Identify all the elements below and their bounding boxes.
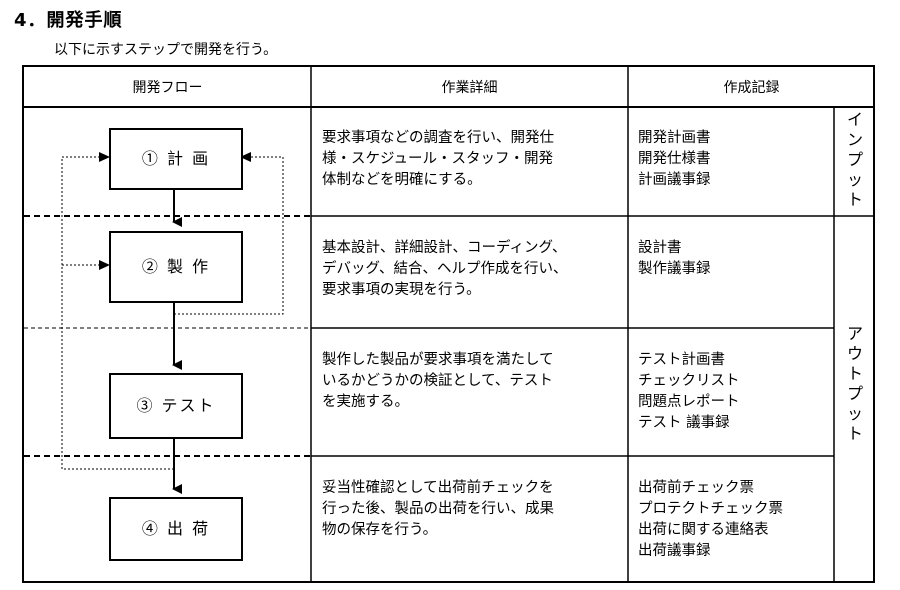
record-item: 製作議事録 <box>638 261 711 277</box>
records-build: 設計書 製作議事録 <box>638 238 830 280</box>
detail-line: 基本設計、詳細設計、コーディング、 <box>322 240 567 256</box>
flow-box-build: ② 製 作 <box>109 231 243 303</box>
record-item: チェックリスト <box>638 373 740 389</box>
detail-line: 要求事項などの調査を行い、開発仕 <box>322 130 554 146</box>
record-item: 出荷議事録 <box>638 543 711 559</box>
side-label-char: ト <box>846 364 863 383</box>
record-item: 開発仕様書 <box>638 151 711 167</box>
record-item: プロテクトチェック票 <box>638 501 783 517</box>
record-item: 問題点レポート <box>638 394 740 410</box>
record-item: 開発計画書 <box>638 130 711 146</box>
record-item: 設計書 <box>638 240 682 256</box>
detail-line: 製作した製品が要求事項を満たして <box>322 352 554 368</box>
detail-line: 要求事項の実現を行う。 <box>322 282 481 298</box>
detail-line: 体制などを明確にする。 <box>322 172 482 188</box>
detail-ship: 妥当性確認として出荷前チェックを 行った後、製品の出荷を行い、成果 物の保存を行… <box>322 478 622 541</box>
section-intro: 以下に示すステップで開発を行う。 <box>54 42 278 58</box>
side-label-output: ア ウ ト プ ッ ト <box>835 324 875 444</box>
detail-line: いるかどうかの検証として、テスト <box>322 373 553 389</box>
flow-box-ship: ④ 出 荷 <box>109 497 243 561</box>
detail-line: 妥当性確認として出荷前チェックを <box>322 480 554 496</box>
flow-box-test: ③ テスト <box>109 373 243 439</box>
side-label-char: ッ <box>846 404 863 423</box>
detail-build: 基本設計、詳細設計、コーディング、 デバッグ、結合、ヘルプ作成を行い、 要求事項… <box>322 238 622 301</box>
side-label-char: ア <box>846 324 863 343</box>
header-detail: 作業詳細 <box>441 80 498 96</box>
records-test: テスト計画書 チェックリスト 問題点レポート テスト 議事録 <box>638 350 830 434</box>
detail-line: 行った後、製品の出荷を行い、成果 <box>322 501 554 517</box>
side-label-char: プ <box>846 150 863 169</box>
side-label-char: イ <box>846 110 863 129</box>
record-item: テスト計画書 <box>638 352 725 368</box>
record-item: テスト 議事録 <box>638 415 730 431</box>
header-records: 作成記録 <box>723 80 780 96</box>
detail-line: を実施する。 <box>322 394 409 410</box>
side-label-char: ト <box>846 190 863 209</box>
side-label-char: ン <box>846 130 863 149</box>
detail-line: デバッグ、結合、ヘルプ作成を行い、 <box>322 261 568 277</box>
development-process-table <box>22 65 875 583</box>
side-label-input: イ ン プ ッ ト <box>835 110 875 210</box>
detail-line: 様・スケジュール・スタッフ・開発 <box>322 151 553 167</box>
side-label-char: ト <box>846 424 863 443</box>
header-flow: 開発フロー <box>132 80 203 96</box>
side-label-char: ッ <box>846 170 863 189</box>
flow-box-plan: ① 計 画 <box>109 128 243 190</box>
record-item: 出荷前チェック票 <box>638 480 754 496</box>
detail-plan: 要求事項などの調査を行い、開発仕 様・スケジュール・スタッフ・開発 体制などを明… <box>322 128 622 191</box>
records-plan: 開発計画書 開発仕様書 計画議事録 <box>638 128 830 191</box>
side-label-char: ウ <box>846 344 863 363</box>
records-ship: 出荷前チェック票 プロテクトチェック票 出荷に関する連絡表 出荷議事録 <box>638 478 830 562</box>
section-heading: 4．開発手順 <box>14 10 123 31</box>
detail-line: 物の保存を行う。 <box>322 522 438 538</box>
detail-test: 製作した製品が要求事項を満たして いるかどうかの検証として、テスト を実施する。 <box>322 350 622 413</box>
side-label-char: プ <box>846 384 863 403</box>
record-item: 出荷に関する連絡表 <box>638 522 769 538</box>
record-item: 計画議事録 <box>638 172 711 188</box>
